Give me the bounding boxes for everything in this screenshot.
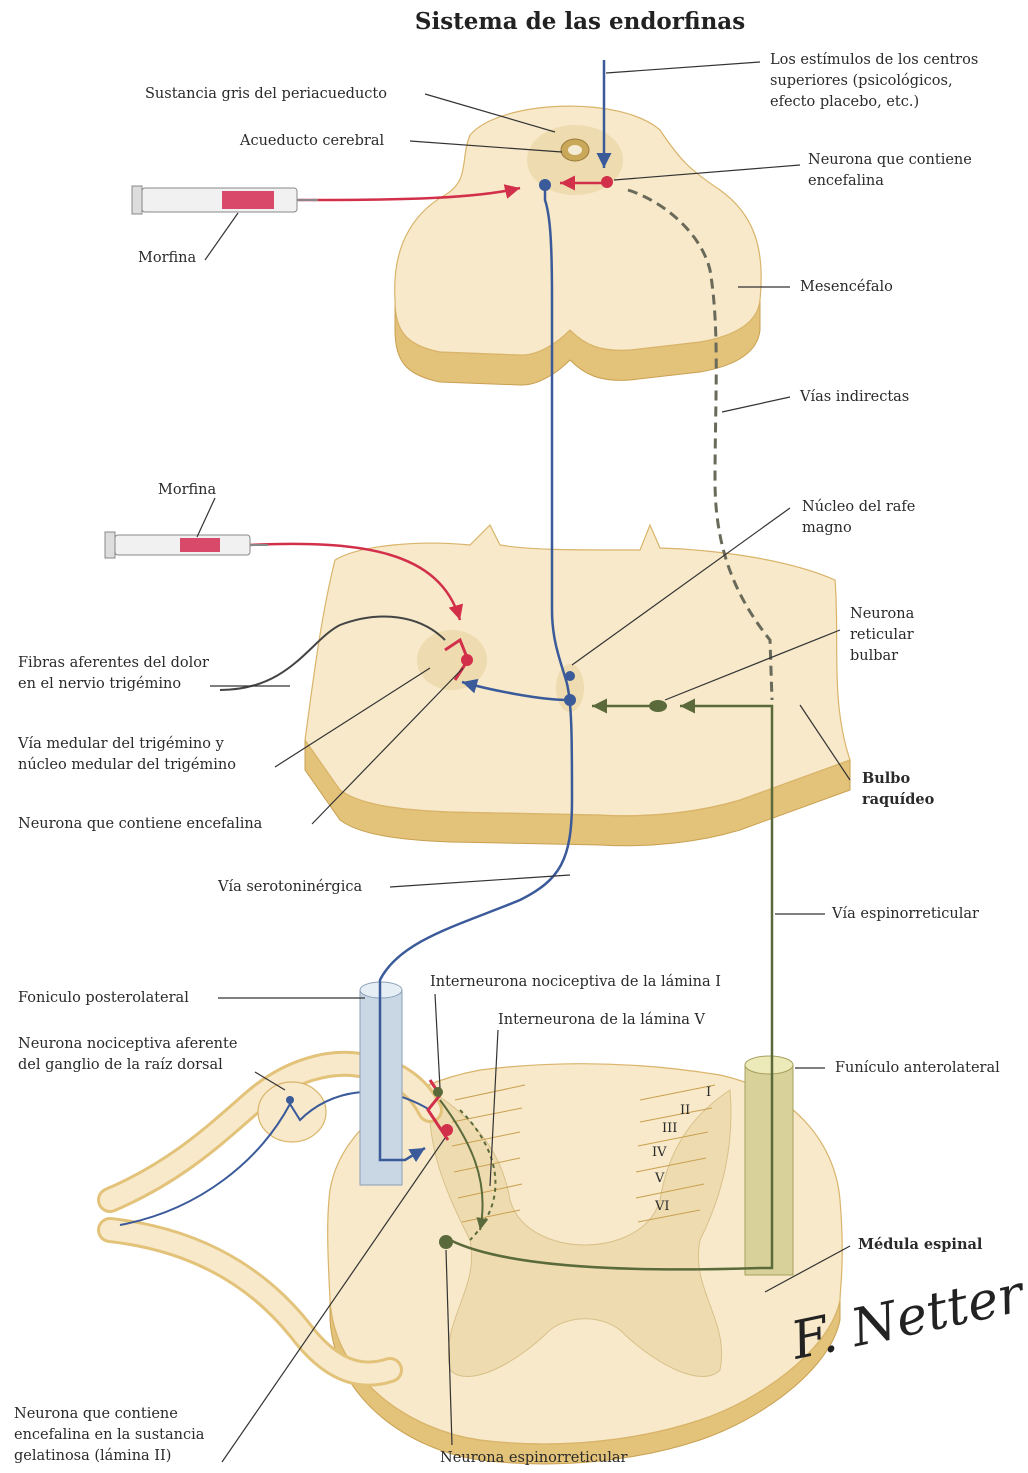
medulla-section <box>305 525 850 846</box>
label-cerebral-aqueduct: Acueducto cerebral <box>240 131 384 152</box>
label-enkephalin-neuron-mid: Neurona que contiene encefalina <box>18 814 262 835</box>
label-spinoreticular-neuron: Neurona espinorreticular <box>440 1448 627 1469</box>
label-indirect-pathways: Vías indirectas <box>800 387 909 408</box>
mesencephalon-section <box>395 106 762 385</box>
trigeminal-nucleus <box>417 630 487 690</box>
label-spinoreticular-pathway: Vía espinorreticular <box>832 904 979 925</box>
label-enkephalin-neuron-bottom: Neurona que contiene encefalina en la su… <box>14 1404 204 1467</box>
label-spinal-cord: Médula espinal <box>858 1234 982 1255</box>
reticular-neuron <box>649 700 667 712</box>
label-posterolateral-funiculus: Foniculo posterolateral <box>18 988 189 1009</box>
label-enkephalin-neuron-top: Neurona que contiene encefalina <box>808 150 972 192</box>
lamina-label: IV <box>652 1142 667 1163</box>
syringe-icon <box>132 186 318 214</box>
label-anterolateral-funiculus: Funículo anterolateral <box>835 1058 1000 1079</box>
label-mesencephalon: Mesencéfalo <box>800 277 893 298</box>
dorsal-root-ganglion <box>258 1082 326 1142</box>
raphe-neuron <box>564 694 576 706</box>
label-serotonergic-pathway: Vía serotoninérgica <box>218 877 362 898</box>
lamina-label: V <box>655 1168 664 1189</box>
anterolateral-funiculus <box>745 1056 793 1275</box>
lamina-label: III <box>662 1118 677 1139</box>
label-trigeminal-spinal-tract: Vía medular del trigémino y núcleo medul… <box>18 734 236 776</box>
label-trigeminal-afferents: Fibras aferentes del dolor en el nervio … <box>18 653 209 695</box>
lamina-label: VI <box>655 1196 670 1217</box>
label-lamina-I-interneuron: Interneurona nociceptiva de la lámina I <box>430 972 721 993</box>
lamina-label: I <box>706 1082 711 1103</box>
label-higher-centers: Los estímulos de los centros superiores … <box>770 50 978 113</box>
spinoreticular-neuron <box>439 1235 453 1249</box>
diagram-title: Sistema de las endorfinas <box>390 8 770 35</box>
label-morphine-1: Morfina <box>138 248 196 269</box>
label-periaqueductal-gray: Sustancia gris del periacueducto <box>145 84 387 105</box>
label-medulla-oblongata: Bulbo raquídeo <box>862 768 934 810</box>
label-reticular-neuron: Neurona reticular bulbar <box>850 604 914 667</box>
enkephalin-neuron-midbrain <box>601 176 613 188</box>
label-morphine-2: Morfina <box>158 480 216 501</box>
lamina-label: II <box>680 1100 690 1121</box>
syringe-icon <box>105 532 268 558</box>
enkephalin-neuron-medulla <box>461 654 473 666</box>
label-nociceptive-afferent: Neurona nociceptiva aferente del ganglio… <box>18 1034 237 1076</box>
label-lamina-V-interneuron: Interneurona de la lámina V <box>498 1010 705 1031</box>
label-raphe-magnus: Núcleo del rafe magno <box>802 497 915 539</box>
